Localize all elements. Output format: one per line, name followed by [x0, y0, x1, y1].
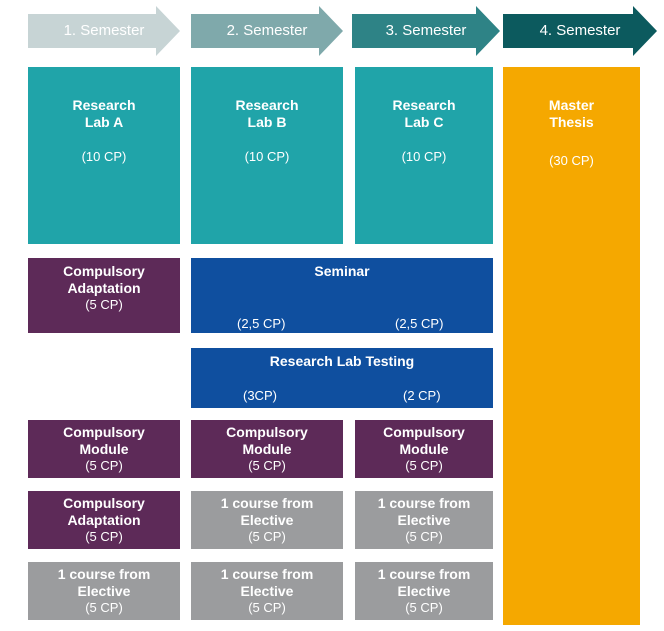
semester-4-arrow: 4. Semester [503, 6, 657, 56]
research-lab-a-title-1: Research [72, 97, 136, 113]
elective-course-r6-2-box: 1 course from Elective (5 CP) [191, 562, 343, 620]
compulsory-adaptation-bottom-title-2: Adaptation [67, 512, 141, 528]
seminar-box: Seminar (2,5 CP) (2,5 CP) [191, 258, 493, 333]
research-lab-testing-cp-right: (2 CP) [403, 388, 441, 403]
compulsory-module-1-title-1: Compulsory [63, 424, 145, 440]
semester-2-label: 2. Semester [226, 22, 308, 39]
research-lab-a-box: Research Lab A (10 CP) [28, 67, 180, 244]
elective-course-r5-3-title-1: 1 course from [377, 495, 471, 511]
elective-course-r5-3-title-2: Elective [397, 512, 451, 528]
research-lab-b-box: Research Lab B (10 CP) [191, 67, 343, 244]
compulsory-module-2-title-2: Module [242, 441, 292, 457]
master-thesis-title-1: Master [548, 97, 595, 113]
semester-3-label: 3. Semester [385, 22, 467, 39]
research-lab-b-title-1: Research [235, 97, 299, 113]
research-lab-c-title-2: Lab C [404, 114, 444, 130]
research-lab-testing-box: Research Lab Testing (3CP) (2 CP) [191, 348, 493, 408]
semester-4-label: 4. Semester [539, 22, 621, 39]
research-lab-c-box: Research Lab C (10 CP) [355, 67, 493, 244]
seminar-cp-left: (2,5 CP) [237, 316, 286, 331]
research-lab-c-cp: (10 CP) [401, 149, 447, 164]
elective-course-r6-1-cp: (5 CP) [85, 600, 123, 615]
semester-1-arrow: 1. Semester [28, 6, 180, 56]
compulsory-module-2-cp: (5 CP) [248, 458, 286, 473]
compulsory-module-3-title-1: Compulsory [383, 424, 465, 440]
elective-course-r5-2-cp: (5 CP) [248, 529, 286, 544]
elective-course-r6-3-title-1: 1 course from [377, 566, 471, 582]
compulsory-module-3-cp: (5 CP) [405, 458, 443, 473]
compulsory-module-3-title-2: Module [399, 441, 449, 457]
master-thesis-title-2: Thesis [549, 114, 594, 130]
research-lab-b-cp: (10 CP) [244, 149, 290, 164]
compulsory-module-1-box: Compulsory Module (5 CP) [28, 420, 180, 478]
elective-course-r6-2-title-2: Elective [240, 583, 294, 599]
elective-course-r5-2-title-2: Elective [240, 512, 294, 528]
elective-course-r5-2-box: 1 course from Elective (5 CP) [191, 491, 343, 549]
master-thesis-box: Master Thesis (30 CP) [503, 67, 640, 625]
elective-course-r6-3-cp: (5 CP) [405, 600, 443, 615]
elective-course-r6-1-title-1: 1 course from [57, 566, 151, 582]
compulsory-adaptation-top-title-2: Adaptation [67, 280, 141, 296]
elective-course-r5-3-box: 1 course from Elective (5 CP) [355, 491, 493, 549]
seminar-cp-right: (2,5 CP) [395, 316, 444, 331]
compulsory-module-1-cp: (5 CP) [85, 458, 123, 473]
semester-3-arrow: 3. Semester [352, 6, 500, 56]
compulsory-module-1-title-2: Module [79, 441, 129, 457]
compulsory-adaptation-top-box: Compulsory Adaptation (5 CP) [28, 258, 180, 333]
compulsory-adaptation-bottom-box: Compulsory Adaptation (5 CP) [28, 491, 180, 549]
semester-2-arrow: 2. Semester [191, 6, 343, 56]
elective-course-r5-2-title-1: 1 course from [220, 495, 314, 511]
compulsory-adaptation-bottom-title-1: Compulsory [63, 495, 145, 511]
seminar-title: Seminar [314, 263, 370, 279]
compulsory-module-2-box: Compulsory Module (5 CP) [191, 420, 343, 478]
research-lab-b-title-2: Lab B [247, 114, 287, 130]
elective-course-r6-2-title-1: 1 course from [220, 566, 314, 582]
master-thesis-cp: (30 CP) [549, 153, 594, 168]
elective-course-r6-3-title-2: Elective [397, 583, 451, 599]
compulsory-adaptation-bottom-cp: (5 CP) [85, 529, 123, 544]
elective-course-r6-1-title-2: Elective [77, 583, 131, 599]
research-lab-testing-cp-left: (3CP) [243, 388, 277, 403]
elective-course-r6-2-cp: (5 CP) [248, 600, 286, 615]
compulsory-module-3-box: Compulsory Module (5 CP) [355, 420, 493, 478]
compulsory-module-2-title-1: Compulsory [226, 424, 308, 440]
research-lab-a-cp: (10 CP) [81, 149, 127, 164]
research-lab-a-title-2: Lab A [84, 114, 124, 130]
research-lab-testing-title: Research Lab Testing [269, 353, 415, 369]
elective-course-r6-1-box: 1 course from Elective (5 CP) [28, 562, 180, 620]
semester-1-label: 1. Semester [63, 22, 145, 39]
research-lab-c-title-1: Research [392, 97, 456, 113]
elective-course-r5-3-cp: (5 CP) [405, 529, 443, 544]
compulsory-adaptation-top-title-1: Compulsory [63, 263, 145, 279]
elective-course-r6-3-box: 1 course from Elective (5 CP) [355, 562, 493, 620]
compulsory-adaptation-top-cp: (5 CP) [85, 297, 123, 312]
